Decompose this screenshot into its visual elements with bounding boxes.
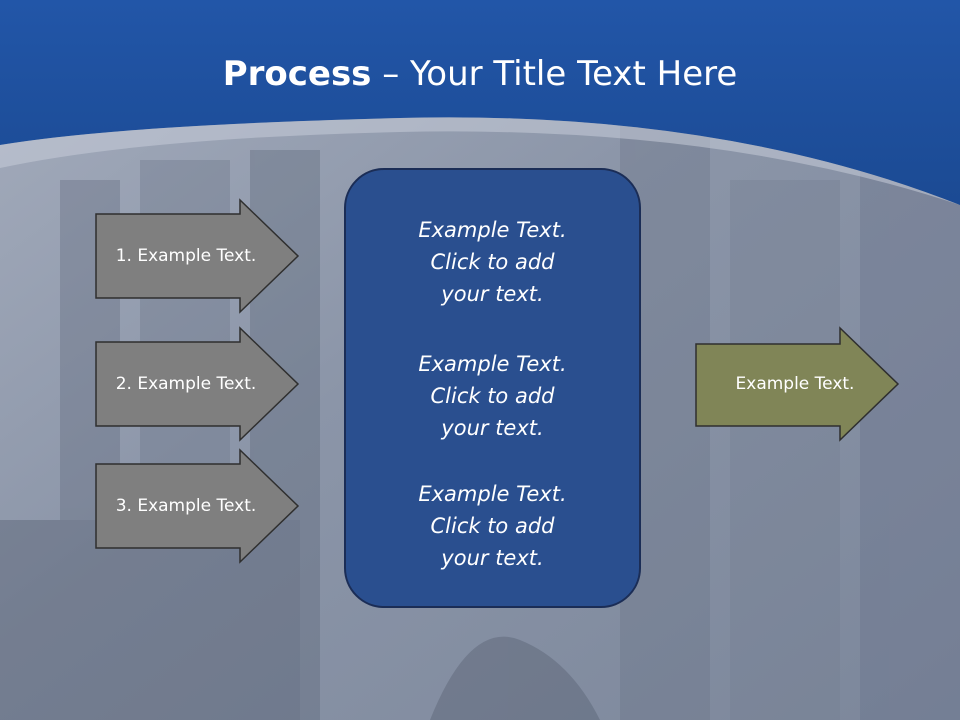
- header-arc-highlight: [0, 117, 960, 205]
- input-arrow-2[interactable]: [95, 326, 300, 442]
- input-arrow-3[interactable]: [95, 448, 300, 564]
- title-rest-part: – Your Title Text Here: [371, 54, 738, 94]
- output-arrow-label: Example Text.: [735, 374, 855, 394]
- paragraph-line: Example Text.: [418, 218, 567, 242]
- input-arrow-3-label: 3. Example Text.: [115, 496, 257, 516]
- input-arrow-1[interactable]: [95, 198, 300, 314]
- paragraph-line: Example Text.: [418, 352, 567, 376]
- input-arrow-1-label: 1. Example Text.: [115, 246, 257, 266]
- paragraph-line: your text.: [441, 546, 544, 570]
- header-band: [0, 0, 960, 205]
- process-box-paragraph-1: Example Text. Click to add your text.: [346, 214, 639, 310]
- paragraph-line: Click to add: [430, 514, 555, 538]
- paragraph-line: your text.: [441, 416, 544, 440]
- paragraph-line: Example Text.: [418, 482, 567, 506]
- title-bold-part: Process: [222, 54, 372, 94]
- input-arrow-2-label: 2. Example Text.: [115, 374, 257, 394]
- output-arrow[interactable]: [695, 326, 900, 442]
- paragraph-line: your text.: [441, 282, 544, 306]
- process-box-paragraph-2: Example Text. Click to add your text.: [346, 348, 639, 444]
- process-box[interactable]: Example Text. Click to add your text. Ex…: [344, 168, 641, 608]
- paragraph-line: Click to add: [430, 250, 555, 274]
- page-title: Process – Your Title Text Here: [0, 52, 960, 96]
- process-box-paragraph-3: Example Text. Click to add your text.: [346, 478, 639, 574]
- paragraph-line: Click to add: [430, 384, 555, 408]
